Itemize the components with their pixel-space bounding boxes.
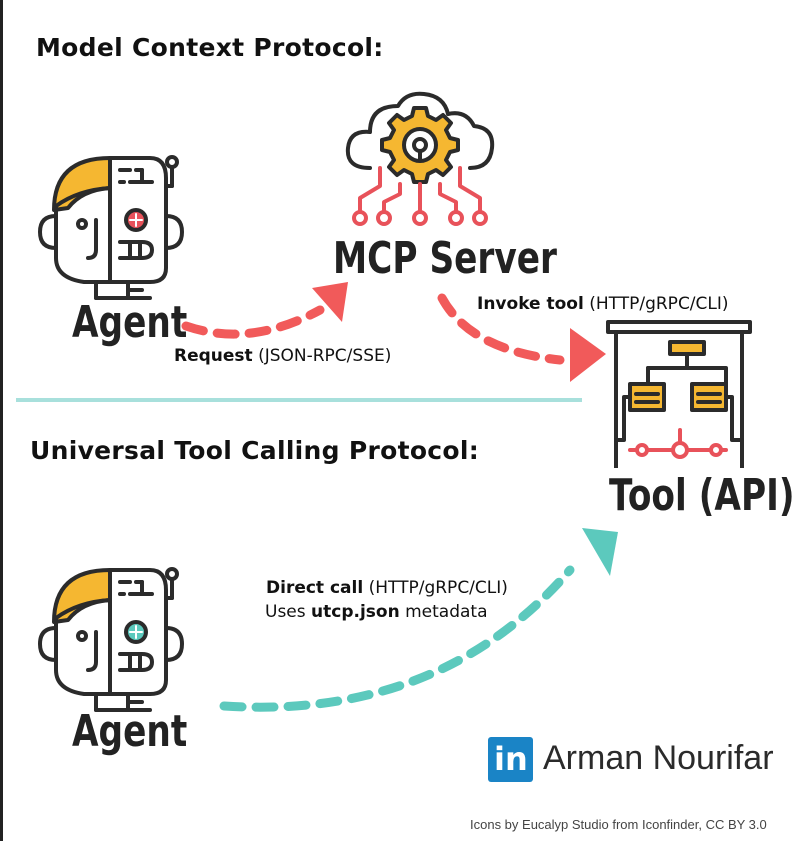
utcp-metadata-label: Uses utcp.json metadata (265, 602, 488, 622)
invoke-label-bold: Invoke tool (477, 294, 584, 314)
direct-call-arrow (219, 528, 618, 712)
direct-call-label-bold: Direct call (266, 578, 364, 598)
mcp-heading: Model Context Protocol: (36, 33, 384, 62)
tool-api-label: Tool (API) (609, 470, 795, 521)
utcp-metadata-suffix: metadata (405, 602, 488, 622)
icon-credit: Icons by Eucalyp Studio from Iconfinder,… (470, 817, 767, 832)
utcp-metadata-prefix: Uses (265, 602, 306, 622)
author-name[interactable]: Arman Nourifar (543, 739, 774, 777)
utcp-agent-label: Agent (72, 706, 188, 757)
tool-api-flowchart-icon (606, 320, 752, 468)
left-edge-border (0, 0, 3, 841)
mcp-agent-label: Agent (72, 297, 188, 348)
linkedin-logo-icon[interactable]: in (488, 737, 533, 782)
invoke-arrow (437, 293, 606, 382)
direct-call-label: Direct call (HTTP/gRPC/CLI) (266, 578, 508, 598)
request-arrow (181, 282, 348, 339)
utcp-metadata-file: utcp.json (311, 602, 400, 622)
linkedin-logo-text: in (494, 740, 528, 778)
invoke-label: Invoke tool (HTTP/gRPC/CLI) (477, 294, 729, 314)
utcp-heading: Universal Tool Calling Protocol: (30, 436, 480, 465)
section-divider (16, 398, 582, 402)
invoke-label-detail: (HTTP/gRPC/CLI) (589, 294, 729, 314)
mcp-server-label: MCP Server (333, 233, 557, 284)
mcp-server-cloud-gear-icon (345, 91, 495, 226)
utcp-agent-robot-icon (38, 567, 184, 712)
direct-call-label-detail: (HTTP/gRPC/CLI) (368, 578, 508, 598)
mcp-agent-robot-icon (38, 155, 184, 300)
request-label-bold: Request (174, 346, 253, 366)
request-label: Request (JSON-RPC/SSE) (174, 346, 391, 366)
request-label-detail: (JSON-RPC/SSE) (258, 346, 392, 366)
